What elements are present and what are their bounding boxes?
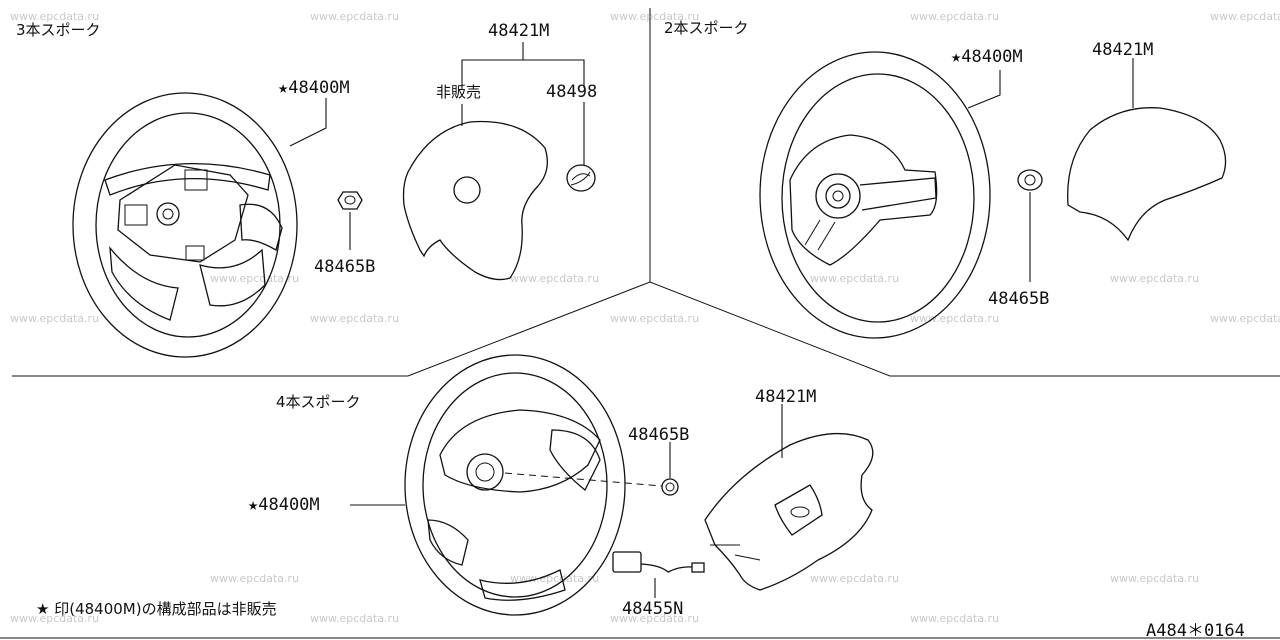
- not-sold-label: 非販売: [436, 83, 481, 101]
- watermark: www.epcdata.ru: [610, 612, 699, 625]
- horizontal-divider: [12, 281, 1280, 377]
- nut-4-spoke: [661, 478, 679, 496]
- assembly-axis: [504, 472, 663, 487]
- part-number-wheel-4: ★48400M: [248, 495, 320, 515]
- part-number-harness-4: 48455N: [622, 599, 683, 619]
- part-number-pad-2: 48421M: [1092, 40, 1153, 60]
- watermark: www.epcdata.ru: [810, 272, 899, 285]
- wire-harness: [612, 551, 705, 573]
- footnote: ★ 印(48400M)の構成部品は非販売: [36, 600, 277, 618]
- steering-wheel-3-spoke: [72, 92, 298, 358]
- leader-lines-2-spoke: [967, 58, 1134, 282]
- part-number-nut-2: 48465B: [988, 289, 1049, 309]
- diagram-code: A484＊0164: [1146, 621, 1245, 640]
- watermark: www.epcdata.ru: [310, 312, 399, 325]
- watermark: www.epcdata.ru: [1110, 572, 1199, 585]
- watermark: www.epcdata.ru: [510, 272, 599, 285]
- leader-lines-3-spoke: [289, 42, 585, 250]
- part-number-wheel-3: ★48400M: [278, 78, 350, 98]
- watermark: www.epcdata.ru: [310, 612, 399, 625]
- watermark: www.epcdata.ru: [10, 10, 99, 23]
- section-title-three-spoke: 3本スポーク: [16, 21, 101, 39]
- watermark: www.epcdata.ru: [210, 572, 299, 585]
- watermark: www.epcdata.ru: [1210, 10, 1280, 23]
- watermark: www.epcdata.ru: [310, 10, 399, 23]
- emblem-3-spoke: [566, 164, 596, 192]
- watermark: www.epcdata.ru: [10, 312, 99, 325]
- part-number-pad-4: 48421M: [755, 387, 816, 407]
- watermark: www.epcdata.ru: [910, 312, 999, 325]
- watermark: www.epcdata.ru: [1210, 312, 1280, 325]
- watermark-layer: www.epcdata.ru www.epcdata.ru www.epcdat…: [10, 10, 1280, 625]
- horn-pad-3-spoke: [402, 120, 548, 281]
- watermark: www.epcdata.ru: [910, 10, 999, 23]
- watermark: www.epcdata.ru: [810, 572, 899, 585]
- steering-wheel-4-spoke: [404, 354, 626, 616]
- part-number-nut-3: 48465B: [314, 257, 375, 277]
- section-dividers: [0, 8, 1280, 639]
- watermark: www.epcdata.ru: [210, 272, 299, 285]
- watermark: www.epcdata.ru: [1110, 272, 1199, 285]
- watermark: www.epcdata.ru: [910, 612, 999, 625]
- nut-2-spoke: [1017, 169, 1043, 191]
- part-number-wheel-2: ★48400M: [951, 47, 1023, 67]
- watermark: www.epcdata.ru: [610, 10, 699, 23]
- steering-wheel-2-spoke: [759, 51, 991, 339]
- watermark: www.epcdata.ru: [510, 572, 599, 585]
- part-number-pad-3: 48421M: [488, 21, 549, 41]
- horn-pad-2-spoke: [1067, 107, 1227, 242]
- watermark: www.epcdata.ru: [10, 612, 99, 625]
- part-number-emblem-3: 48498: [546, 82, 597, 102]
- nut-3-spoke: [337, 191, 363, 210]
- leader-lines-4-spoke: [350, 404, 783, 598]
- watermark: www.epcdata.ru: [610, 312, 699, 325]
- section-title-four-spoke: 4本スポーク: [276, 393, 361, 411]
- part-number-nut-4: 48465B: [628, 425, 689, 445]
- horn-pad-4-spoke: [704, 432, 874, 591]
- section-title-two-spoke: 2本スポーク: [664, 19, 749, 37]
